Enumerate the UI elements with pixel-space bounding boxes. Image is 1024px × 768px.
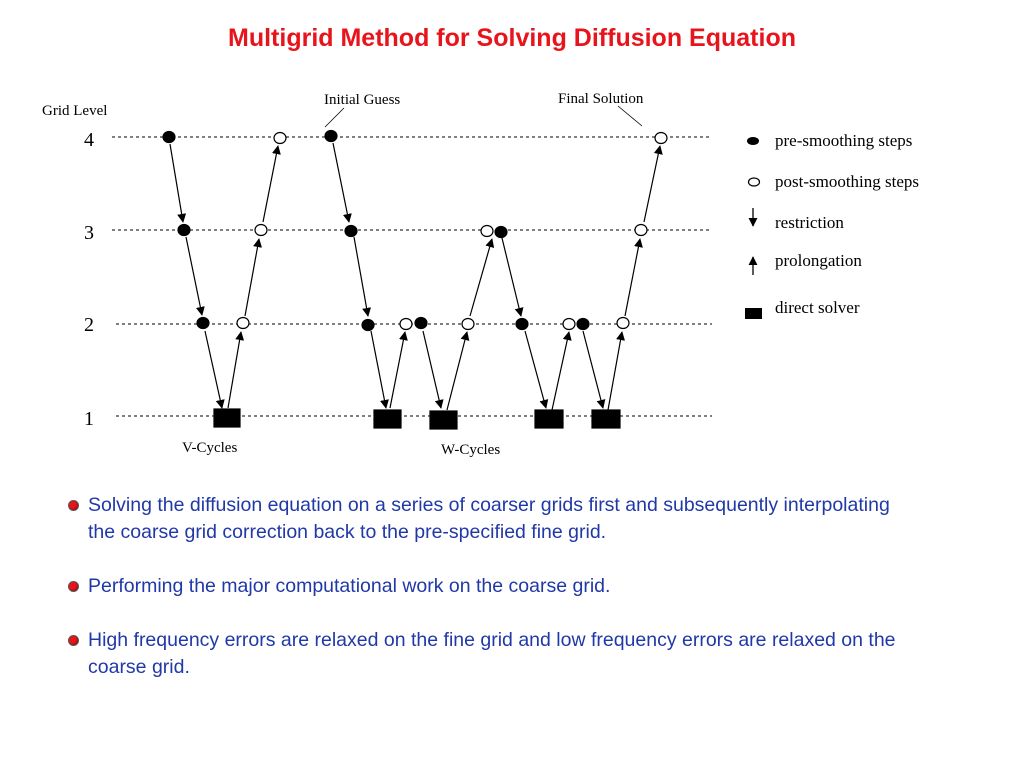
post-smoothing-node (254, 223, 268, 237)
bullet-text: Performing the major computational work … (88, 575, 611, 597)
pre-smoothing-node (576, 317, 590, 331)
prolongation-arrow (389, 331, 408, 409)
level-label-3: 3 (84, 222, 94, 244)
pre-smoothing-node (361, 318, 375, 332)
bullet-item: Solving the diffusion equation on a seri… (66, 492, 916, 546)
bullet-list: Solving the diffusion equation on a seri… (66, 492, 916, 708)
level-label-4: 4 (84, 129, 94, 151)
final-solution-pointer (617, 105, 643, 127)
grid-level-label: Grid Level (42, 103, 107, 119)
prolongation-arrow (244, 238, 262, 317)
legend-pre-smoothing-icon (747, 137, 759, 145)
pre-smoothing-node (494, 225, 508, 239)
prolongation-arrow (446, 331, 470, 411)
prolongation-arrow (607, 331, 625, 411)
restriction-arrow (353, 236, 372, 317)
restriction-arrow (501, 237, 524, 317)
pre-smoothing-node (177, 223, 191, 237)
direct-solver-node (591, 409, 621, 429)
legend-pre-smoothing-label: pre-smoothing steps (775, 131, 912, 150)
pre-smoothing-node (414, 316, 428, 330)
w-cycles-label: W-Cycles (441, 442, 500, 458)
v-cycle-nodes (162, 130, 287, 428)
initial-guess-label: Initial Guess (324, 92, 400, 108)
post-smoothing-node (236, 316, 250, 330)
slide-title: Multigrid Method for Solving Diffusion E… (228, 24, 796, 52)
restriction-arrow (332, 142, 352, 223)
v-cycles-label: V-Cycles (182, 440, 237, 456)
legend-post-smoothing-icon (747, 177, 761, 187)
prolongation-arrow (643, 145, 663, 223)
post-smoothing-node (399, 317, 413, 331)
prolongation-arrow (227, 331, 245, 409)
restriction-arrow (582, 330, 606, 409)
level-label-2: 2 (84, 314, 94, 336)
bullet-dot-icon (68, 635, 79, 646)
bullet-item: Performing the major computational work … (66, 573, 916, 600)
level-label-1: 1 (84, 408, 94, 430)
pre-smoothing-node (515, 317, 529, 331)
legend-prolongation-label: prolongation (775, 251, 862, 270)
restriction-arrow (370, 330, 389, 409)
post-smoothing-node (634, 223, 648, 237)
restriction-arrow (169, 143, 187, 223)
final-solution-label: Final Solution (558, 91, 644, 107)
prolongation-arrow (469, 238, 495, 317)
multigrid-diagram: Grid Level 4 3 2 1 Initial Guess Final S… (42, 91, 919, 458)
legend: pre-smoothing steps post-smoothing steps… (745, 131, 919, 319)
restriction-arrow (185, 236, 205, 316)
pre-smoothing-node (324, 129, 338, 143)
bullet-text: Solving the diffusion equation on a seri… (88, 494, 890, 543)
legend-direct-solver-label: direct solver (775, 298, 860, 317)
prolongation-arrow (262, 145, 281, 223)
prolongation-arrow (551, 331, 572, 411)
w-cycle-nodes (324, 129, 668, 430)
v-cycle-arrows (169, 143, 281, 409)
initial-guess-pointer (324, 107, 345, 128)
legend-direct-solver-icon (745, 308, 762, 319)
post-smoothing-node (480, 224, 494, 238)
prolongation-arrow (624, 238, 643, 317)
restriction-arrow (524, 330, 549, 409)
bullet-item: High frequency errors are relaxed on the… (66, 627, 916, 681)
direct-solver-node (373, 409, 402, 429)
restriction-arrow (204, 330, 225, 409)
post-smoothing-node (273, 131, 287, 145)
restriction-arrow (422, 330, 444, 409)
post-smoothing-node (562, 317, 576, 331)
legend-post-smoothing-label: post-smoothing steps (775, 172, 919, 191)
direct-solver-node (534, 409, 564, 429)
bullet-text: High frequency errors are relaxed on the… (88, 629, 896, 678)
post-smoothing-node (616, 316, 630, 330)
direct-solver-node (429, 410, 458, 430)
pre-smoothing-node (196, 316, 210, 330)
pre-smoothing-node (162, 130, 176, 144)
legend-restriction-label: restriction (775, 213, 844, 232)
bullet-dot-icon (68, 500, 79, 511)
post-smoothing-node (461, 317, 475, 331)
pre-smoothing-node (344, 224, 358, 238)
bullet-dot-icon (68, 581, 79, 592)
post-smoothing-node (654, 131, 668, 145)
direct-solver-node (213, 408, 241, 428)
w-cycle-arrows (332, 142, 663, 411)
